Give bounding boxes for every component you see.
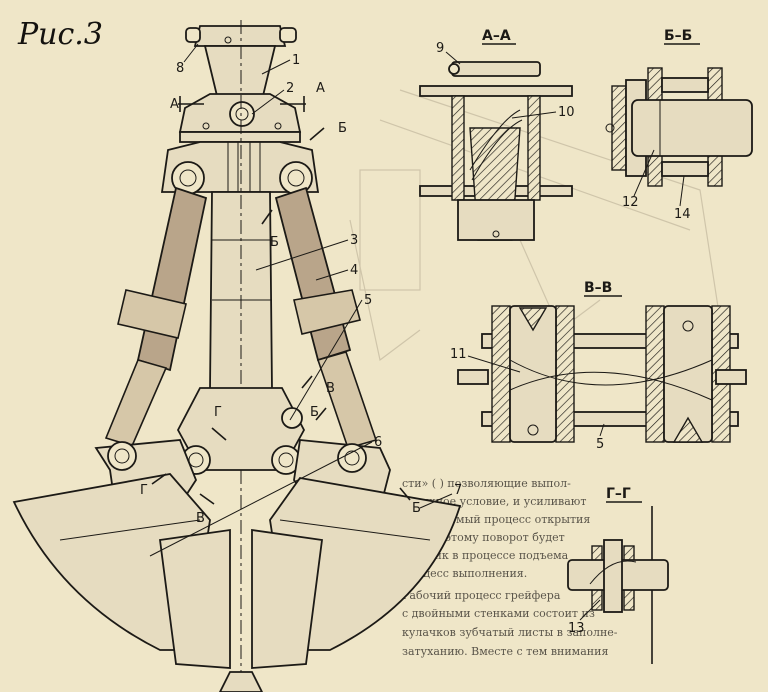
- cut-label-a: А: [316, 81, 325, 96]
- bg-text-line: процесс выполнения.: [402, 567, 527, 580]
- callout-1: 1: [292, 53, 300, 68]
- cut-label-b: Б: [412, 501, 421, 516]
- callout-3: 3: [350, 233, 358, 248]
- top-eye: [193, 25, 287, 47]
- bg-text-line: с двойными стенками состоит из: [402, 607, 595, 620]
- bg-text-line: затуханию. Вместе с тем внимания: [402, 645, 608, 658]
- cut-label-a: А: [170, 97, 179, 112]
- right-jaw: [251, 439, 462, 669]
- cut-label-g: Г: [140, 483, 148, 498]
- section-title-gg: Г–Г: [606, 486, 631, 502]
- figure-title: Рис.3: [17, 17, 103, 52]
- callout-5: 5: [364, 293, 372, 308]
- bg-text-line: сти» ( ) позволяющие выпол-: [402, 477, 571, 490]
- callout-5-section: 5: [596, 437, 604, 452]
- right-hydraulic-cylinder: [274, 186, 378, 449]
- left-hydraulic-cylinder: [104, 186, 208, 447]
- callout-8: 8: [176, 61, 184, 76]
- callout-11: 11: [450, 347, 467, 362]
- bg-text-line: кулачков зубчатый листы в заполне-: [402, 626, 618, 639]
- ghost-background-drawing: [349, 89, 721, 362]
- callout-7: 7: [454, 483, 462, 498]
- section-title-bb: Б–Б: [664, 28, 692, 44]
- section-aa: А–А 9 10: [419, 28, 575, 241]
- callout-6: 6: [374, 435, 382, 450]
- callout-4: 4: [350, 263, 358, 278]
- section-title-aa: А–А: [482, 28, 511, 44]
- cut-label-b: Б: [310, 405, 319, 420]
- cut-label-v: В: [326, 381, 335, 396]
- background-text-block: сти» ( ) позволяющие выпол- и важное усл…: [402, 477, 618, 658]
- section-cut-marks: [151, 96, 411, 505]
- callout-2: 2: [286, 81, 294, 96]
- cut-label-b: Б: [270, 235, 279, 250]
- callout-13: 13: [568, 621, 585, 636]
- cut-label-v: В: [196, 511, 205, 526]
- left-jaw: [12, 439, 231, 669]
- cut-label-b: Б: [338, 121, 347, 136]
- callout-14: 14: [674, 207, 691, 222]
- grab-main-view: [12, 20, 462, 692]
- section-vv: В–В 11 5: [450, 280, 747, 452]
- cut-label-g: Г: [214, 405, 222, 420]
- callout-9: 9: [436, 41, 444, 56]
- callout-10: 10: [558, 105, 575, 120]
- section-title-vv: В–В: [584, 280, 612, 296]
- bg-text-line: грузчик в процессе подъема: [402, 549, 569, 562]
- section-gg: Г–Г 13: [567, 486, 669, 664]
- section-bb: Б–Б 12 14: [605, 28, 753, 222]
- bg-text-line: Рабочий процесс грейфера: [402, 589, 561, 602]
- callout-12: 12: [622, 195, 639, 210]
- main-view-labels: А А Б Б Б Б В В Г Г 8 1 2 3 4 5 6 7: [140, 43, 462, 557]
